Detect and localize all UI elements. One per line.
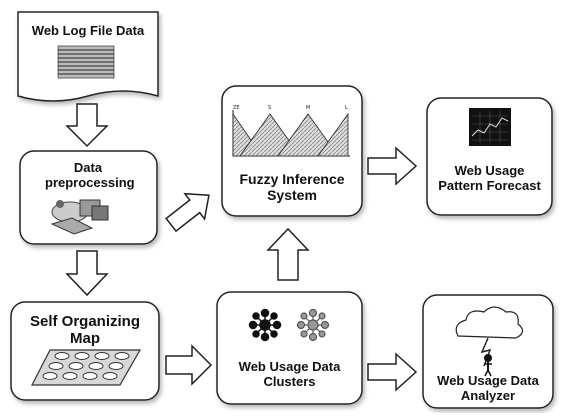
fuzzy-set-l: [317, 112, 349, 157]
label-web-usage-data-clusters: Web Usage Data Clusters: [238, 359, 341, 389]
fuzzy-label-m: M: [306, 105, 310, 111]
som-grid-icon: [31, 349, 142, 386]
label-fuzzy-inference-system: Fuzzy Inference System: [239, 171, 345, 204]
fuzzy-set-m: [277, 113, 339, 157]
node-fuzzy-inference-system: ZE S M L: [221, 85, 363, 217]
label-web-log-file-data: Web Log File Data: [31, 23, 145, 38]
arrow-preprocessing-to-fuzzy: [165, 192, 210, 233]
membership-function-chart: ZE S M L: [232, 105, 350, 157]
arrow-preprocessing-to-som: [65, 250, 109, 297]
arrow-clusters-to-fuzzy: [266, 227, 310, 281]
node-web-log-file-data: [17, 11, 159, 102]
fuzzy-label-s: S: [268, 105, 271, 111]
arrow-fuzzy-to-forecast: [367, 146, 418, 186]
cluster-icon-gray: [296, 308, 330, 342]
arrow-som-to-clusters: [165, 344, 213, 386]
forecast-chart-icon: [469, 108, 511, 146]
node-web-usage-pattern-forecast: [426, 97, 553, 216]
preprocessing-icon: [50, 199, 109, 235]
cluster-icon-dark: [248, 308, 282, 342]
label-self-organizing-map: Self Organizing Map: [29, 313, 140, 348]
node-web-usage-data-analyzer: [422, 294, 554, 409]
node-self-organizing-map: [10, 301, 160, 401]
arrow-clusters-to-analyzer: [367, 352, 418, 392]
paper-stack-icon: [57, 45, 115, 79]
storm-cloud-icon: [455, 306, 524, 377]
node-web-usage-data-clusters: [216, 291, 363, 405]
fuzzy-label-ze: ZE: [233, 105, 240, 111]
fuzzy-set-s: [239, 113, 301, 157]
label-data-preprocessing: Data preprocessing: [45, 160, 135, 190]
arrow-log-to-preprocessing: [65, 103, 109, 148]
label-web-usage-data-analyzer: Web Usage Data Analyzer: [437, 373, 539, 403]
node-data-preprocessing: [19, 150, 158, 245]
fuzzy-label-l: L: [345, 105, 348, 111]
label-web-usage-pattern-forecast: Web Usage Pattern Forecast: [438, 163, 541, 193]
